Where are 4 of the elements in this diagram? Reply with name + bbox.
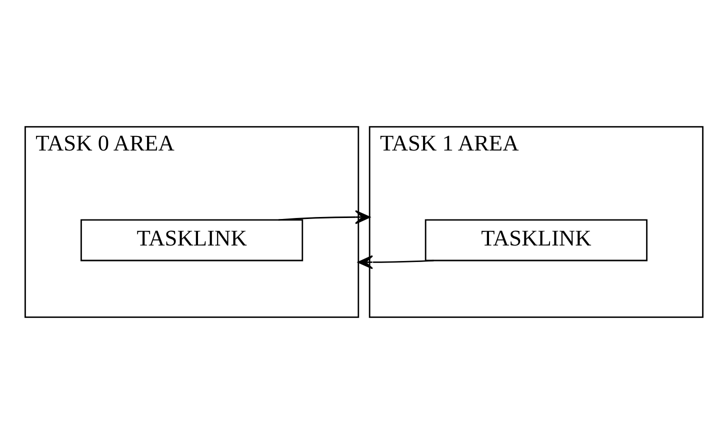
node-box: TASKLINK [424,218,648,261]
arrow [358,254,434,269]
node-box: TASKLINK [80,218,304,261]
arrow [278,210,370,224]
